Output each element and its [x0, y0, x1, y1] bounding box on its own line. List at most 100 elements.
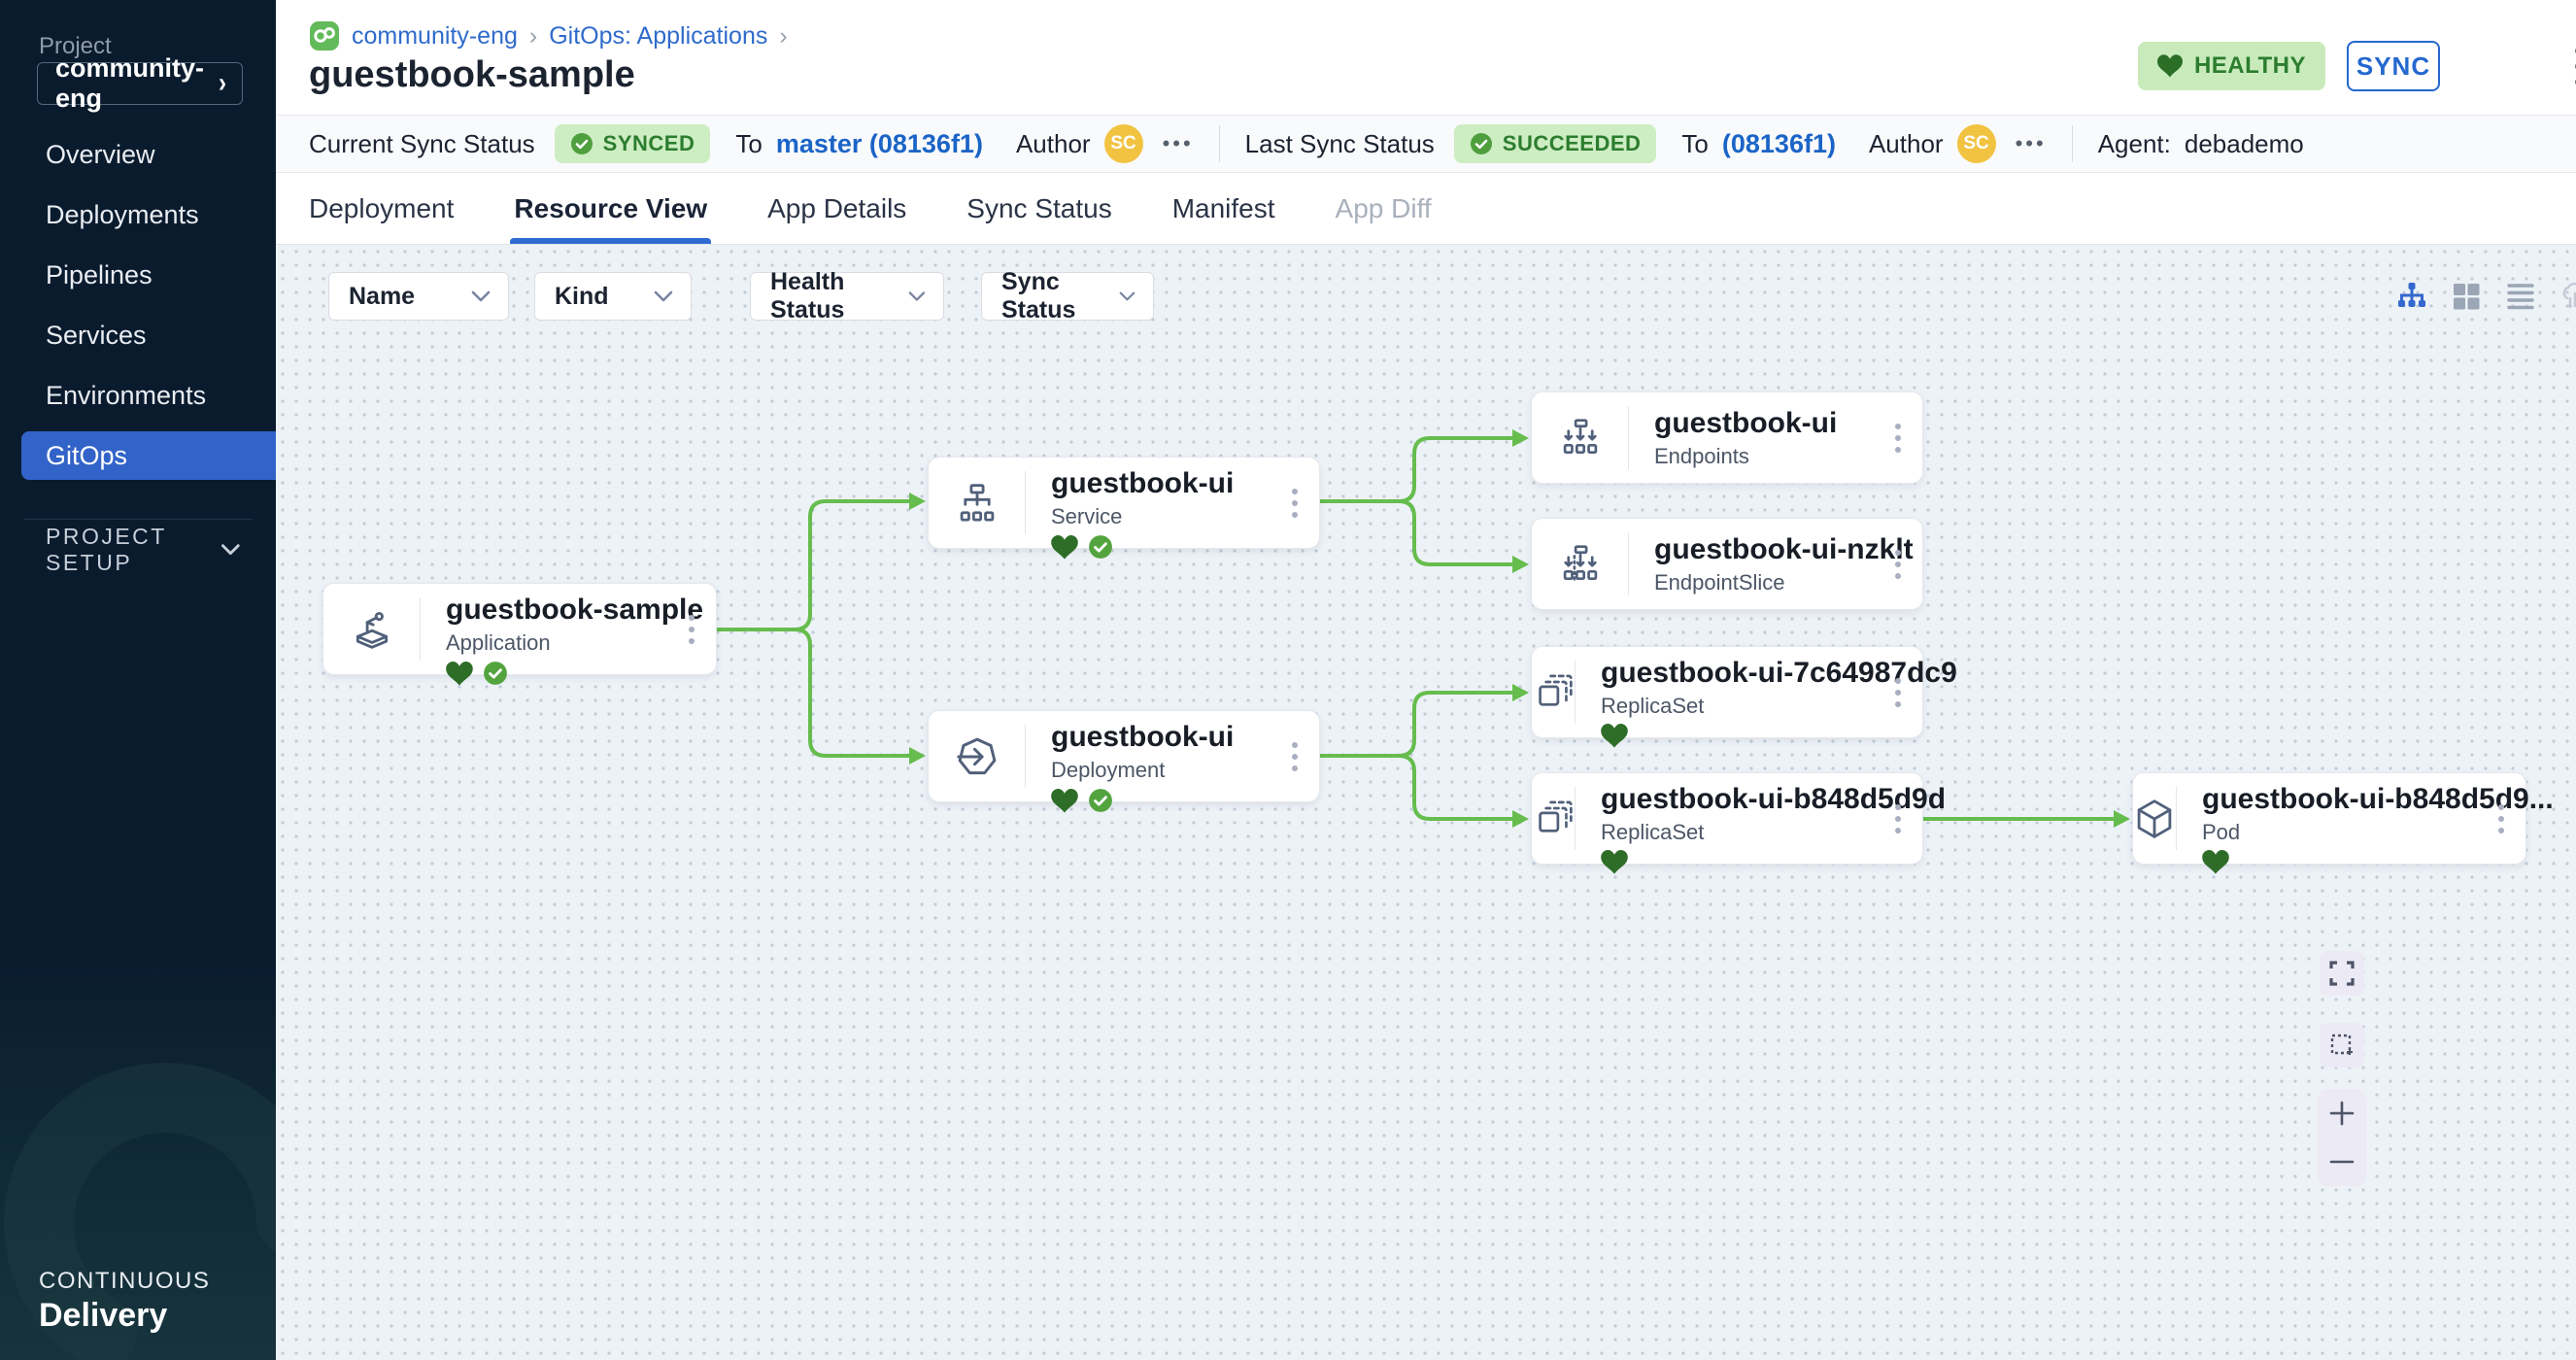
tab-resource-view[interactable]: Resource View [514, 173, 707, 244]
node-menu-button[interactable] [1286, 483, 1304, 524]
zoom-out-button[interactable] [2318, 1140, 2366, 1183]
view-mode-switcher [2397, 282, 2576, 311]
name-filter-dropdown[interactable]: Name [328, 272, 509, 321]
tab-sync-status[interactable]: Sync Status [966, 173, 1111, 244]
commit-message-ellipsis[interactable]: ••• [2016, 131, 2047, 156]
marquee-selection-icon [2329, 1033, 2355, 1058]
node-replicaset-1[interactable]: guestbook-ui-7c64987dc9 ReplicaSet [1531, 646, 1923, 738]
sidebar-item-overview[interactable]: Overview [0, 124, 276, 185]
agent-label: Agent: [2098, 129, 2171, 159]
node-status-icons [1601, 724, 1957, 748]
last-commit-link[interactable]: (08136f1) [1722, 129, 1836, 159]
node-pod[interactable]: guestbook-ui-b848d5d9... Pod [2132, 772, 2526, 865]
node-menu-button[interactable] [1889, 799, 1907, 839]
zoom-in-button[interactable] [2318, 1092, 2366, 1135]
application-icon [351, 608, 393, 651]
node-status-icons [1051, 788, 1319, 813]
node-endpoints[interactable]: guestbook-ui Endpoints [1531, 391, 1923, 484]
node-menu-button[interactable] [683, 609, 700, 650]
health-status-badge: HEALTHY [2138, 42, 2325, 90]
succeeded-badge: SUCCEEDED [1454, 124, 1657, 163]
chevron-down-icon [221, 542, 240, 558]
breadcrumb-section-link[interactable]: GitOps: Applications [549, 22, 767, 51]
project-setup-toggle[interactable]: PROJECT SETUP [46, 530, 240, 569]
last-sync-status-label: Last Sync Status [1245, 129, 1435, 159]
kind-filter-dropdown[interactable]: Kind [534, 272, 692, 321]
healthy-heart-icon [2202, 850, 2229, 874]
sidebar-divider [23, 519, 253, 520]
healthy-heart-icon [1051, 789, 1078, 813]
statusbar-divider [2072, 125, 2073, 162]
to-label: To [1681, 129, 1708, 159]
project-selector[interactable]: community-eng › [37, 62, 243, 105]
health-status-filter-label: Health Status [770, 268, 908, 324]
node-deployment[interactable]: guestbook-ui Deployment [928, 710, 1320, 802]
check-circle-icon [1470, 132, 1493, 155]
breadcrumb-separator: › [529, 22, 537, 51]
tab-deployment[interactable]: Deployment [309, 173, 454, 244]
author-avatar[interactable]: SC [1957, 124, 1996, 163]
node-menu-button[interactable] [1889, 544, 1907, 585]
sidebar-item-deployments[interactable]: Deployments [0, 185, 276, 245]
synced-badge: SYNCED [555, 124, 711, 163]
zoom-controls [2318, 1089, 2366, 1186]
current-commit-link[interactable]: master (08136f1) [776, 129, 983, 159]
tab-manifest[interactable]: Manifest [1172, 173, 1275, 244]
minus-icon [2328, 1148, 2356, 1175]
sync-status-bar: Current Sync Status SYNCED To master (08… [276, 115, 2576, 173]
node-application[interactable]: guestbook-sample Application [322, 583, 717, 675]
author-avatar[interactable]: SC [1104, 124, 1143, 163]
sidebar-item-services[interactable]: Services [0, 305, 276, 365]
author-label: Author [1016, 129, 1091, 159]
breadcrumb-project-link[interactable]: community-eng [352, 22, 518, 51]
node-status-icons [1051, 534, 1319, 560]
healthy-heart-icon [446, 662, 473, 686]
to-label: To [735, 129, 762, 159]
tree-view-icon[interactable] [2397, 282, 2426, 311]
sync-button[interactable]: SYNC [2347, 41, 2440, 91]
page-header: community-eng › GitOps: Applications › g… [276, 0, 2576, 115]
deployment-icon [955, 734, 1000, 779]
node-title: guestbook-sample [446, 594, 716, 627]
synced-check-icon [1088, 788, 1113, 813]
node-menu-button[interactable] [2492, 799, 2510, 839]
node-replicaset-2[interactable]: guestbook-ui-b848d5d9d ReplicaSet [1531, 772, 1923, 865]
commit-message-ellipsis[interactable]: ••• [1163, 131, 1194, 156]
resource-tree-canvas[interactable]: Name Kind Health Status Sync Status [276, 245, 2576, 1360]
select-area-button[interactable] [2320, 1023, 2364, 1068]
health-status-filter-dropdown[interactable]: Health Status [750, 272, 944, 321]
sidebar-nav: Overview Deployments Pipelines Services … [0, 124, 276, 486]
sync-status-filter-dropdown[interactable]: Sync Status [981, 272, 1154, 321]
endpointslice-icon [1559, 543, 1602, 586]
sidebar-item-environments[interactable]: Environments [0, 365, 276, 425]
fullscreen-button[interactable] [2320, 951, 2364, 996]
fullscreen-icon [2329, 961, 2355, 986]
tab-app-details[interactable]: App Details [767, 173, 906, 244]
brand-line2: Delivery [39, 1297, 210, 1335]
sidebar-item-pipelines[interactable]: Pipelines [0, 245, 276, 305]
list-view-icon[interactable] [2506, 282, 2535, 311]
breadcrumb-separator: › [779, 22, 787, 51]
project-setup-label: PROJECT SETUP [46, 524, 200, 576]
endpoints-icon [1559, 417, 1602, 459]
node-menu-button[interactable] [1889, 418, 1907, 459]
sidebar: Project community-eng › Overview Deploym… [0, 0, 276, 1360]
node-kind: Endpoints [1654, 444, 1922, 469]
cloud-view-icon[interactable] [2560, 282, 2576, 311]
page-title: guestbook-sample [309, 54, 635, 96]
current-sync-status-label: Current Sync Status [309, 129, 535, 159]
replicaset-icon [1532, 798, 1575, 840]
statusbar-divider [1219, 125, 1220, 162]
node-endpointslice[interactable]: guestbook-ui-nzklt EndpointSlice [1531, 518, 1923, 610]
sidebar-item-gitops[interactable]: GitOps [21, 431, 276, 480]
healthy-heart-icon [1601, 724, 1628, 748]
node-title: guestbook-ui [1051, 467, 1319, 500]
node-title: guestbook-ui [1051, 721, 1319, 754]
synced-badge-label: SYNCED [603, 131, 695, 156]
name-filter-label: Name [349, 283, 415, 311]
grid-view-icon[interactable] [2452, 282, 2481, 311]
plus-icon [2328, 1100, 2356, 1127]
node-menu-button[interactable] [1286, 736, 1304, 777]
node-service[interactable]: guestbook-ui Service [928, 457, 1320, 549]
node-menu-button[interactable] [1889, 672, 1907, 713]
